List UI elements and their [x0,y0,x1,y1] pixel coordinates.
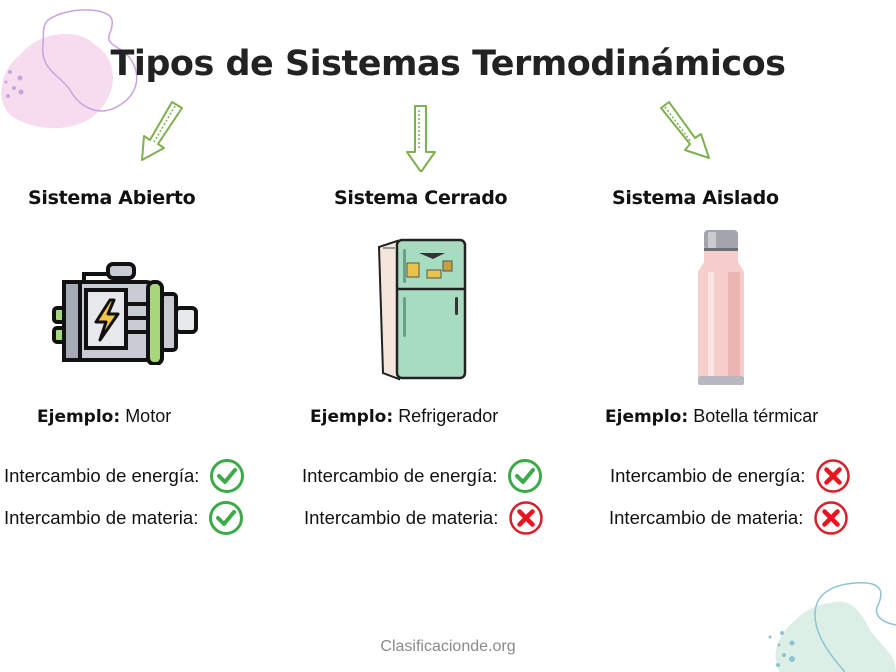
system-title-open: Sistema Abierto [28,187,196,209]
arrow-down-icon [406,105,436,172]
x-circle-icon [816,459,851,493]
decorative-blob-top-left [1,9,138,129]
arrow-down-left-icon [141,101,183,161]
decorative-blob-bottom-right [768,582,896,672]
refrigerator-icon [377,238,467,381]
system-title-isolated: Sistema Aislado [612,187,779,209]
matter-exchange-row-closed: Intercambio de materia: [304,500,544,536]
example-closed: Ejemplo: Refrigerador [310,406,499,427]
energy-exchange-row-closed: Intercambio de energía: [302,458,543,494]
energy-exchange-row-isolated: Intercambio de energía: [610,458,851,494]
footer-source: Clasificacionde.org [380,638,516,655]
page-title: Tipos de Sistemas Termodinámicos [110,44,787,84]
system-title-closed: Sistema Cerrado [334,187,508,209]
check-circle-icon [209,501,244,535]
matter-exchange-row-isolated: Intercambio de materia: [609,500,849,536]
matter-exchange-row-open: Intercambio de materia: [4,500,244,536]
motor-icon [52,262,198,365]
check-circle-icon [508,459,543,493]
x-circle-icon [814,501,849,535]
example-isolated: Ejemplo: Botella térmicar [605,406,819,427]
thermos-bottle-icon [698,230,744,385]
x-circle-icon [509,501,544,535]
arrow-down-right-icon [660,101,710,159]
check-circle-icon [210,459,245,493]
example-open: Ejemplo: Motor [37,406,172,427]
energy-exchange-row-open: Intercambio de energía: [4,458,245,494]
